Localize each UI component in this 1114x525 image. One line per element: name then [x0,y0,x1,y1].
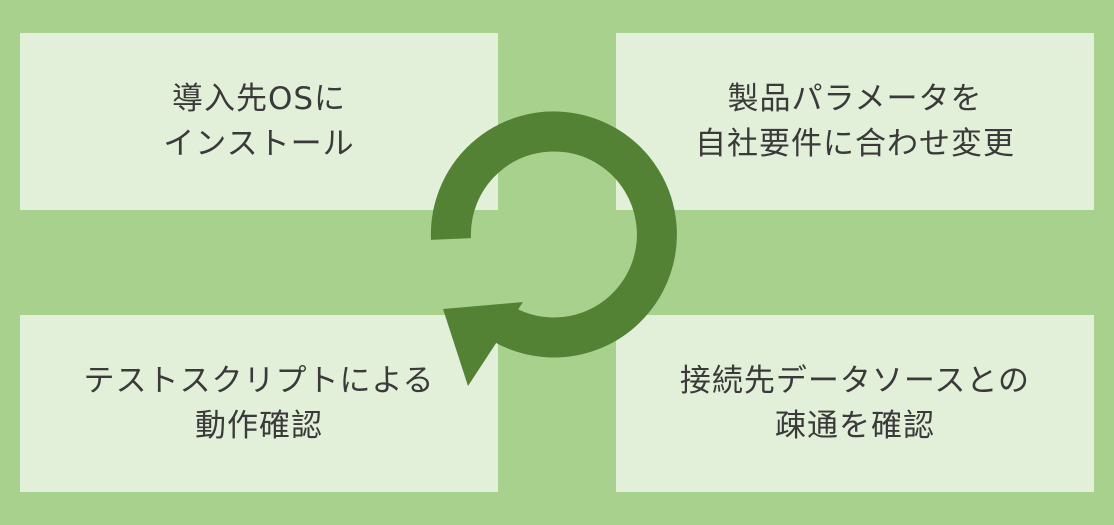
step-install-text: 導入先OSに インストール [163,77,354,167]
step-connectivity-line2: 疎通を確認 [774,407,935,444]
step-test: テストスクリプトによる 動作確認 [20,315,498,492]
step-install-line2: インストール [163,125,355,162]
step-test-line2: 動作確認 [194,407,323,444]
step-connectivity-text: 接続先データソースとの 疎通を確認 [680,359,1030,449]
cycle-arrowhead [443,302,523,386]
step-test-line1: テストスクリプトによる [83,362,435,399]
step-configure-line1: 製品パラメータを [727,80,983,117]
step-configure-text: 製品パラメータを 自社要件に合わせ変更 [695,77,1015,167]
step-install: 導入先OSに インストール [20,33,498,210]
step-configure-line2: 自社要件に合わせ変更 [695,125,1015,162]
step-test-text: テストスクリプトによる 動作確認 [83,359,434,449]
cycle-arrow-ring [430,111,677,358]
step-configure: 製品パラメータを 自社要件に合わせ変更 [616,33,1094,210]
step-install-line1: 導入先OSに [171,80,347,117]
step-connectivity-line1: 接続先データソースとの [679,362,1031,399]
step-connectivity: 接続先データソースとの 疎通を確認 [616,315,1094,492]
